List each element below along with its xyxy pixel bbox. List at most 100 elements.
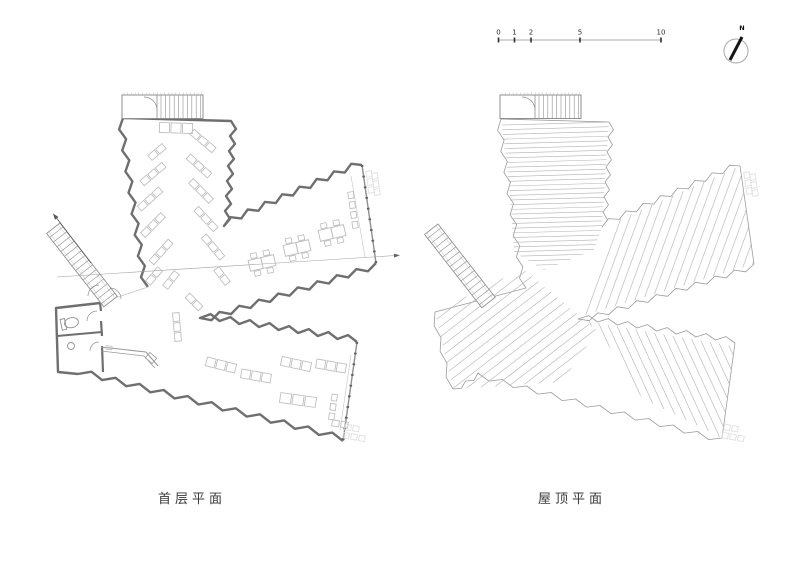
furniture-item [191, 299, 204, 312]
stair-tread [464, 274, 479, 286]
roof-fold-line [644, 330, 703, 438]
roof-fold-line [603, 181, 652, 314]
furniture-item [213, 266, 225, 279]
roof-fold-line [501, 126, 609, 131]
roof-fold-line [501, 248, 609, 253]
roof-fold-line [623, 175, 672, 308]
scale-tick-label: 2 [529, 29, 533, 37]
furniture-group [158, 121, 194, 135]
furniture-item [155, 246, 167, 258]
roof-fold-line [501, 210, 609, 215]
scale-tick [530, 37, 532, 43]
first-floor-plan-drawing [45, 92, 400, 443]
furniture-item [250, 370, 262, 382]
north-arrow-icon [723, 36, 749, 64]
roof-fold-line [652, 166, 702, 298]
chair [297, 234, 306, 242]
stair-tread [453, 260, 468, 272]
stair-tread [75, 259, 90, 271]
scale-tick-label: 0 [496, 29, 500, 37]
furniture-item [749, 173, 757, 181]
furniture-item [331, 419, 340, 428]
roof-fold-line [616, 326, 675, 438]
furniture-group [723, 423, 739, 433]
furniture-item [144, 193, 156, 205]
roof-fold-line [719, 343, 735, 438]
furniture-item [162, 277, 174, 290]
roof-fold-line [501, 168, 609, 173]
roof-fold-line [439, 323, 590, 389]
stair-tread [434, 237, 449, 249]
zigzag-wall-left [117, 117, 149, 288]
furniture-item [743, 171, 751, 179]
furniture-item [173, 331, 182, 342]
roof-fold-line [593, 185, 643, 317]
furniture-item [365, 170, 373, 178]
furniture-item [351, 220, 359, 229]
roof-folds-top-wing [501, 121, 609, 270]
stair-tread [79, 264, 93, 276]
furniture-item [197, 135, 209, 147]
furniture-item [290, 358, 302, 370]
furniture-item [154, 161, 167, 174]
roof-fold-line [643, 169, 692, 302]
furniture-group [331, 419, 349, 429]
roof-fold-line [672, 166, 722, 292]
furniture-group [279, 355, 313, 373]
furniture-group [139, 161, 167, 187]
roof-fold-line [672, 335, 730, 438]
stair-tread [449, 256, 464, 268]
furniture-item [291, 393, 305, 407]
stair-tread [475, 289, 490, 301]
roof-fold-line [435, 281, 539, 389]
stair-tread [431, 232, 445, 244]
furniture-item [340, 420, 349, 429]
door-swing-arc [143, 96, 158, 111]
scale-tick-label: 5 [578, 29, 582, 37]
furniture-item [260, 372, 273, 384]
furniture-item [140, 226, 152, 238]
roof-fold-line [751, 166, 754, 267]
roof-fold-line [501, 159, 609, 164]
furniture-item [328, 412, 336, 421]
furniture-item [314, 358, 327, 370]
furniture-item [200, 166, 213, 179]
roof-fold-line [682, 166, 731, 289]
roof-fold-line [626, 327, 684, 438]
chair [253, 269, 262, 277]
furniture-item [348, 200, 356, 210]
furniture-item [200, 213, 212, 225]
table [295, 239, 312, 254]
stair-tread [67, 250, 82, 262]
stair-tread [53, 231, 67, 243]
stair-tread [86, 273, 101, 285]
roof-fold-line [501, 262, 609, 267]
stair-tread [90, 278, 104, 290]
furniture-item [189, 128, 202, 141]
external-stair [45, 222, 118, 308]
roof-fold-line [501, 173, 609, 178]
furniture-group [328, 393, 338, 421]
furniture-item [731, 424, 739, 433]
furniture-item [151, 266, 164, 279]
furniture-item [335, 362, 348, 374]
door-swing-arc [521, 96, 536, 111]
counter-equipment [144, 351, 158, 365]
roof-fold-line [589, 321, 647, 438]
furniture-item [172, 312, 181, 323]
door-swing-arc [109, 287, 122, 300]
chair [301, 251, 310, 259]
furniture-item [350, 210, 358, 220]
furniture-group [172, 312, 182, 342]
furniture-item [207, 241, 219, 253]
furniture-item [344, 423, 352, 432]
upper-stair-block [499, 92, 582, 119]
roof-fold-line [741, 166, 754, 270]
stair-tread [460, 270, 475, 282]
furniture-item [372, 180, 380, 188]
furniture-item [371, 172, 379, 180]
furniture-item [278, 392, 293, 405]
furniture-item [170, 122, 182, 134]
